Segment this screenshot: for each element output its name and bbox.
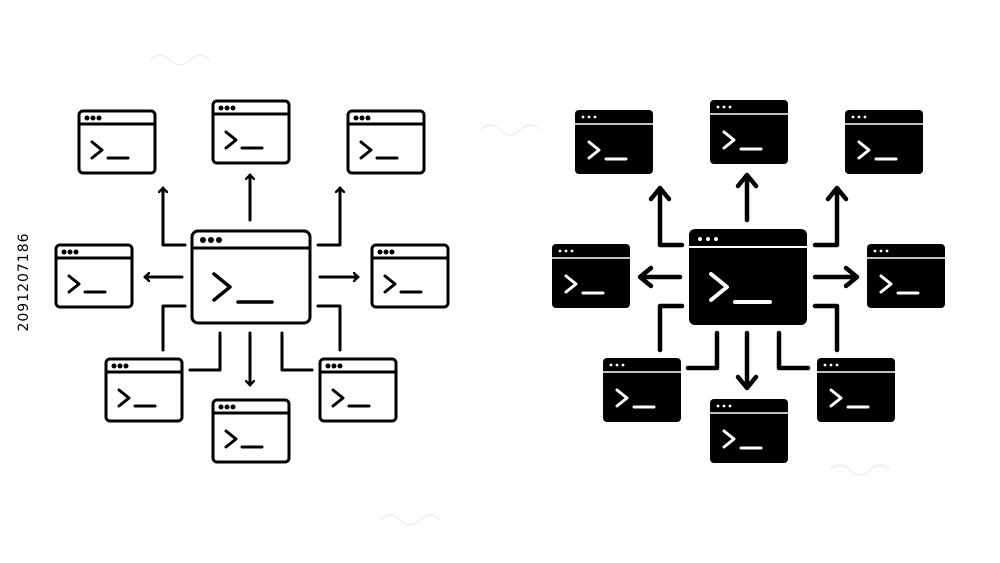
terminal-network-solid-icon (552, 100, 945, 463)
center-terminal-window-solid (689, 229, 807, 325)
stock-id-label: 2091207186 (16, 232, 32, 332)
terminal-window-solid-top-right (845, 110, 923, 174)
terminal-window-solid-top-center (710, 100, 788, 164)
terminal-window-bottom-right (318, 357, 398, 423)
terminal-window-bottom-center (211, 398, 291, 464)
terminal-window-solid-bottom-right (817, 358, 895, 422)
connector-arrows (143, 173, 360, 387)
solid-small-windows (552, 100, 945, 463)
terminal-window-top-center (211, 99, 291, 165)
terminal-window-right (370, 243, 450, 309)
connector-arrows-solid (637, 172, 860, 391)
terminal-window-solid-bottom-left (603, 358, 681, 422)
terminal-window-left (54, 243, 134, 309)
terminal-window-solid-left (552, 244, 630, 308)
terminal-window-bottom-left (104, 357, 184, 423)
terminal-window-top-left (77, 109, 157, 175)
terminal-window-solid-top-left (575, 110, 653, 174)
terminal-window-top-right (346, 109, 426, 175)
terminal-window-solid-bottom-center (710, 399, 788, 463)
center-terminal-window (190, 229, 312, 325)
terminal-window-solid-right (867, 244, 945, 308)
terminal-network-outline-icon (54, 99, 450, 464)
watermark (149, 54, 891, 526)
